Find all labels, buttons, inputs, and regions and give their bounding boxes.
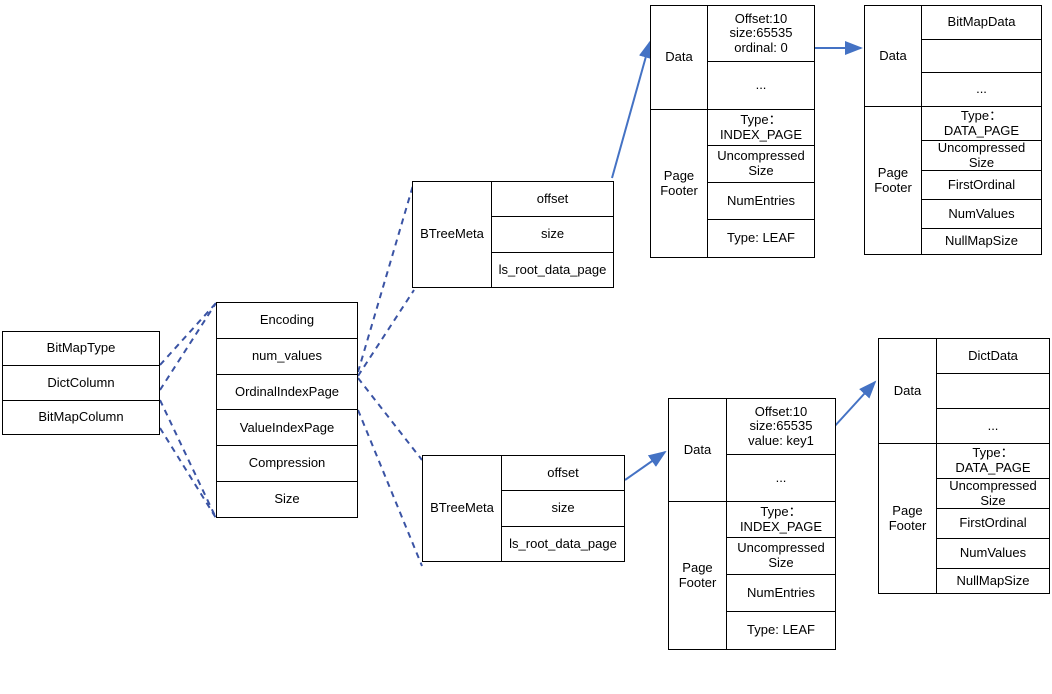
index-page-bottom-data-section: Data Offset:10 size:65535 value: key1 ..… [669, 399, 835, 501]
index-page-top-footer-row-type[interactable]: Type： INDEX_PAGE [708, 110, 814, 145]
data-page-bottom-footer-section: Page Footer Type： DATA_PAGE Uncompressed… [879, 443, 1049, 593]
index-page-top-data-section: Data Offset:10 size:65535 ordinal: 0 ... [651, 6, 814, 109]
btree-meta-top-label: BTreeMeta [413, 182, 492, 287]
index-page-bottom-footer-row-num-entries[interactable]: NumEntries [727, 574, 835, 611]
btree-meta-bottom-label: BTreeMeta [423, 456, 502, 561]
btree-meta-top-row-offset[interactable]: offset [492, 182, 613, 217]
arrow-index-page-bottom-to-data-page-bottom [832, 380, 877, 429]
btree-meta-bottom-row-ls-root-data-page[interactable]: ls_root_data_page [502, 525, 624, 561]
index-page-bottom-footer-row-type[interactable]: Type： INDEX_PAGE [727, 502, 835, 537]
data-page-top-footer-label: Page Footer [865, 107, 922, 254]
data-page-bottom-footer-row-uncompressed-size[interactable]: Uncompressed Size [937, 478, 1049, 508]
data-page-top-footer-section: Page Footer Type： DATA_PAGE Uncompressed… [865, 106, 1041, 254]
data-page-bottom-footer-label: Page Footer [879, 444, 937, 593]
data-page-bottom-footer-row-type[interactable]: Type： DATA_PAGE [937, 444, 1049, 478]
index-page-top-footer-section: Page Footer Type： INDEX_PAGE Uncompresse… [651, 109, 814, 257]
dashed-valueindexpage-to-btreemeta-bottom-b [357, 409, 423, 567]
column-type-row[interactable]: BitMapColumn [3, 399, 159, 434]
column-meta-row-num-values[interactable]: num_values [217, 337, 357, 374]
column-meta-row-size[interactable]: Size [217, 481, 357, 517]
index-page-top-footer-label: Page Footer [651, 110, 708, 257]
index-page-top-footer-row-num-entries[interactable]: NumEntries [708, 182, 814, 219]
dashed-ordinalindexpage-to-btreemeta-top-a [357, 181, 415, 373]
index-page-bottom-data-row[interactable]: Offset:10 size:65535 value: key1 [727, 399, 835, 454]
column-meta-box: Encoding num_values OrdinalIndexPage Val… [216, 302, 358, 518]
data-page-bottom-data-label: Data [879, 339, 937, 443]
column-type-row[interactable]: DictColumn [3, 365, 159, 400]
index-page-top-footer-row-uncompressed-size[interactable]: Uncompressed Size [708, 145, 814, 182]
btree-meta-bottom-box: BTreeMeta offset size ls_root_data_page [422, 455, 625, 562]
btree-meta-top-box: BTreeMeta offset size ls_root_data_page [412, 181, 614, 288]
data-page-top-data-label: Data [865, 6, 922, 106]
data-page-bottom-footer-row-first-ordinal[interactable]: FirstOrdinal [937, 508, 1049, 538]
index-page-bottom-data-row-ellipsis[interactable]: ... [727, 454, 835, 501]
index-page-bottom-footer-row-leaf-type[interactable]: Type: LEAF [727, 611, 835, 649]
data-page-bottom-data-section: Data DictData ... [879, 339, 1049, 443]
index-page-bottom-box: Data Offset:10 size:65535 value: key1 ..… [668, 398, 836, 650]
data-page-bottom-data-row-dictdata[interactable]: DictData [937, 339, 1049, 373]
data-page-bottom-box: Data DictData ... Page Footer Type： DATA… [878, 338, 1050, 594]
data-page-top-data-row-ellipsis[interactable]: ... [922, 72, 1041, 107]
btree-meta-bottom-row-size[interactable]: size [502, 490, 624, 526]
data-page-top-footer-row-first-ordinal[interactable]: FirstOrdinal [922, 170, 1041, 199]
data-page-bottom-footer-row-num-values[interactable]: NumValues [937, 538, 1049, 568]
column-meta-row-compression[interactable]: Compression [217, 445, 357, 482]
btree-meta-bottom-row-offset[interactable]: offset [502, 456, 624, 491]
dashed-dictcolumn-to-encoding [159, 302, 217, 391]
data-page-top-data-section: Data BitMapData ... [865, 6, 1041, 107]
column-type-row[interactable]: BitMapType [3, 332, 159, 366]
dashed-ordinalindexpage-to-btreemeta-top-b [357, 289, 415, 377]
index-page-bottom-footer-row-uncompressed-size[interactable]: Uncompressed Size [727, 537, 835, 574]
data-page-top-footer-row-null-map-size[interactable]: NullMapSize [922, 228, 1041, 254]
arrow-btreemeta-top-to-index-page-top [611, 40, 653, 179]
index-page-top-data-row-ellipsis[interactable]: ... [708, 61, 814, 109]
data-page-top-footer-row-uncompressed-size[interactable]: Uncompressed Size [922, 140, 1041, 170]
index-page-top-footer-row-leaf-type[interactable]: Type: LEAF [708, 219, 814, 257]
dashed-bitmaptype-to-encoding [159, 302, 217, 366]
column-meta-row-encoding[interactable]: Encoding [217, 303, 357, 338]
data-page-bottom-data-row-empty[interactable] [937, 373, 1049, 408]
data-page-top-footer-row-type[interactable]: Type： DATA_PAGE [922, 107, 1041, 140]
btree-meta-top-row-size[interactable]: size [492, 216, 613, 252]
data-page-top-data-row-bitmapdata[interactable]: BitMapData [922, 6, 1041, 39]
dashed-valueindexpage-to-btreemeta-bottom-a [357, 377, 423, 461]
column-meta-row-value-index-page[interactable]: ValueIndexPage [217, 409, 357, 446]
data-page-top-data-row-empty[interactable] [922, 38, 1041, 73]
index-page-bottom-footer-label: Page Footer [669, 502, 727, 649]
btree-meta-top-row-ls-root-data-page[interactable]: ls_root_data_page [492, 251, 613, 287]
arrow-btreemeta-bottom-to-index-page-bottom [624, 450, 667, 481]
data-page-bottom-footer-row-null-map-size[interactable]: NullMapSize [937, 568, 1049, 593]
dashed-bitmapcolumn-to-meta-bottom-2 [159, 427, 217, 519]
index-page-bottom-footer-section: Page Footer Type： INDEX_PAGE Uncompresse… [669, 501, 835, 649]
column-types-box: BitMapType DictColumn BitMapColumn [2, 331, 160, 435]
data-page-top-footer-row-num-values[interactable]: NumValues [922, 199, 1041, 228]
dashed-bitmapcolumn-to-meta-bottom [159, 399, 217, 519]
column-meta-row-ordinal-index-page[interactable]: OrdinalIndexPage [217, 373, 357, 410]
index-page-bottom-data-label: Data [669, 399, 727, 501]
index-page-top-data-row[interactable]: Offset:10 size:65535 ordinal: 0 [708, 6, 814, 61]
data-page-bottom-data-row-ellipsis[interactable]: ... [937, 408, 1049, 443]
data-page-top-box: Data BitMapData ... Page Footer Type： DA… [864, 5, 1042, 255]
index-page-top-data-label: Data [651, 6, 708, 109]
index-page-top-box: Data Offset:10 size:65535 ordinal: 0 ...… [650, 5, 815, 258]
